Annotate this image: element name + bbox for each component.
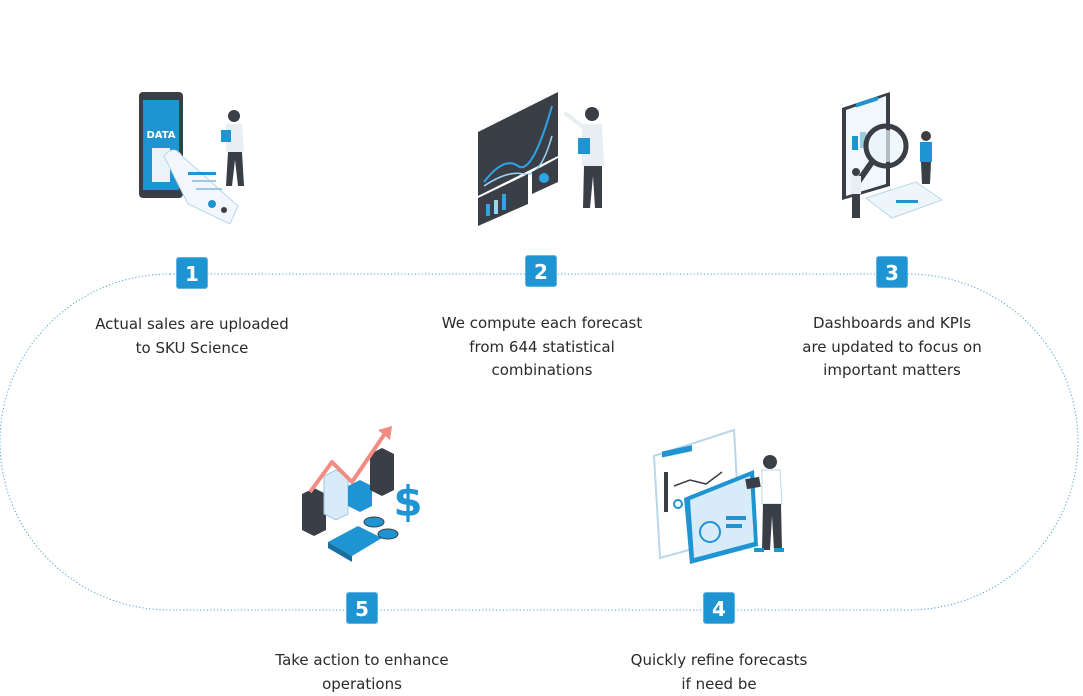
tablet-refine-illustration	[650, 424, 790, 566]
step-4-badge: 4	[703, 592, 735, 624]
growth-money-illustration: $	[298, 424, 434, 570]
caption-line: important matters	[762, 359, 1022, 383]
caption-line: combinations	[412, 359, 672, 383]
caption-line: if need be	[589, 673, 849, 696]
step-2-badge: 2	[525, 255, 557, 287]
caption-line: We compute each forecast	[412, 312, 672, 336]
svg-text:DATA: DATA	[146, 130, 175, 141]
caption-line: are updated to focus on	[762, 336, 1022, 360]
step-3-badge: 3	[876, 256, 908, 288]
step-3-caption: Dashboards and KPIs are updated to focus…	[762, 312, 1022, 383]
data-upload-illustration: DATA	[130, 86, 255, 228]
caption-line: operations	[232, 673, 492, 696]
caption-line: Actual sales are uploaded	[62, 313, 322, 337]
step-4-caption: Quickly refine forecasts if need be	[589, 649, 849, 696]
step-5-badge: 5	[346, 592, 378, 624]
analysis-magnifier-illustration	[836, 88, 948, 228]
caption-line: Take action to enhance	[232, 649, 492, 673]
caption-line: Dashboards and KPIs	[762, 312, 1022, 336]
svg-text:$: $	[393, 477, 422, 526]
step-5-caption: Take action to enhance operations	[232, 649, 492, 696]
caption-line: to SKU Science	[62, 337, 322, 361]
step-1-caption: Actual sales are uploaded to SKU Science	[62, 313, 322, 360]
forecast-dashboard-illustration	[474, 86, 614, 228]
step-1-badge: 1	[176, 257, 208, 289]
caption-line: from 644 statistical	[412, 336, 672, 360]
step-2-caption: We compute each forecast from 644 statis…	[412, 312, 672, 383]
caption-line: Quickly refine forecasts	[589, 649, 849, 673]
